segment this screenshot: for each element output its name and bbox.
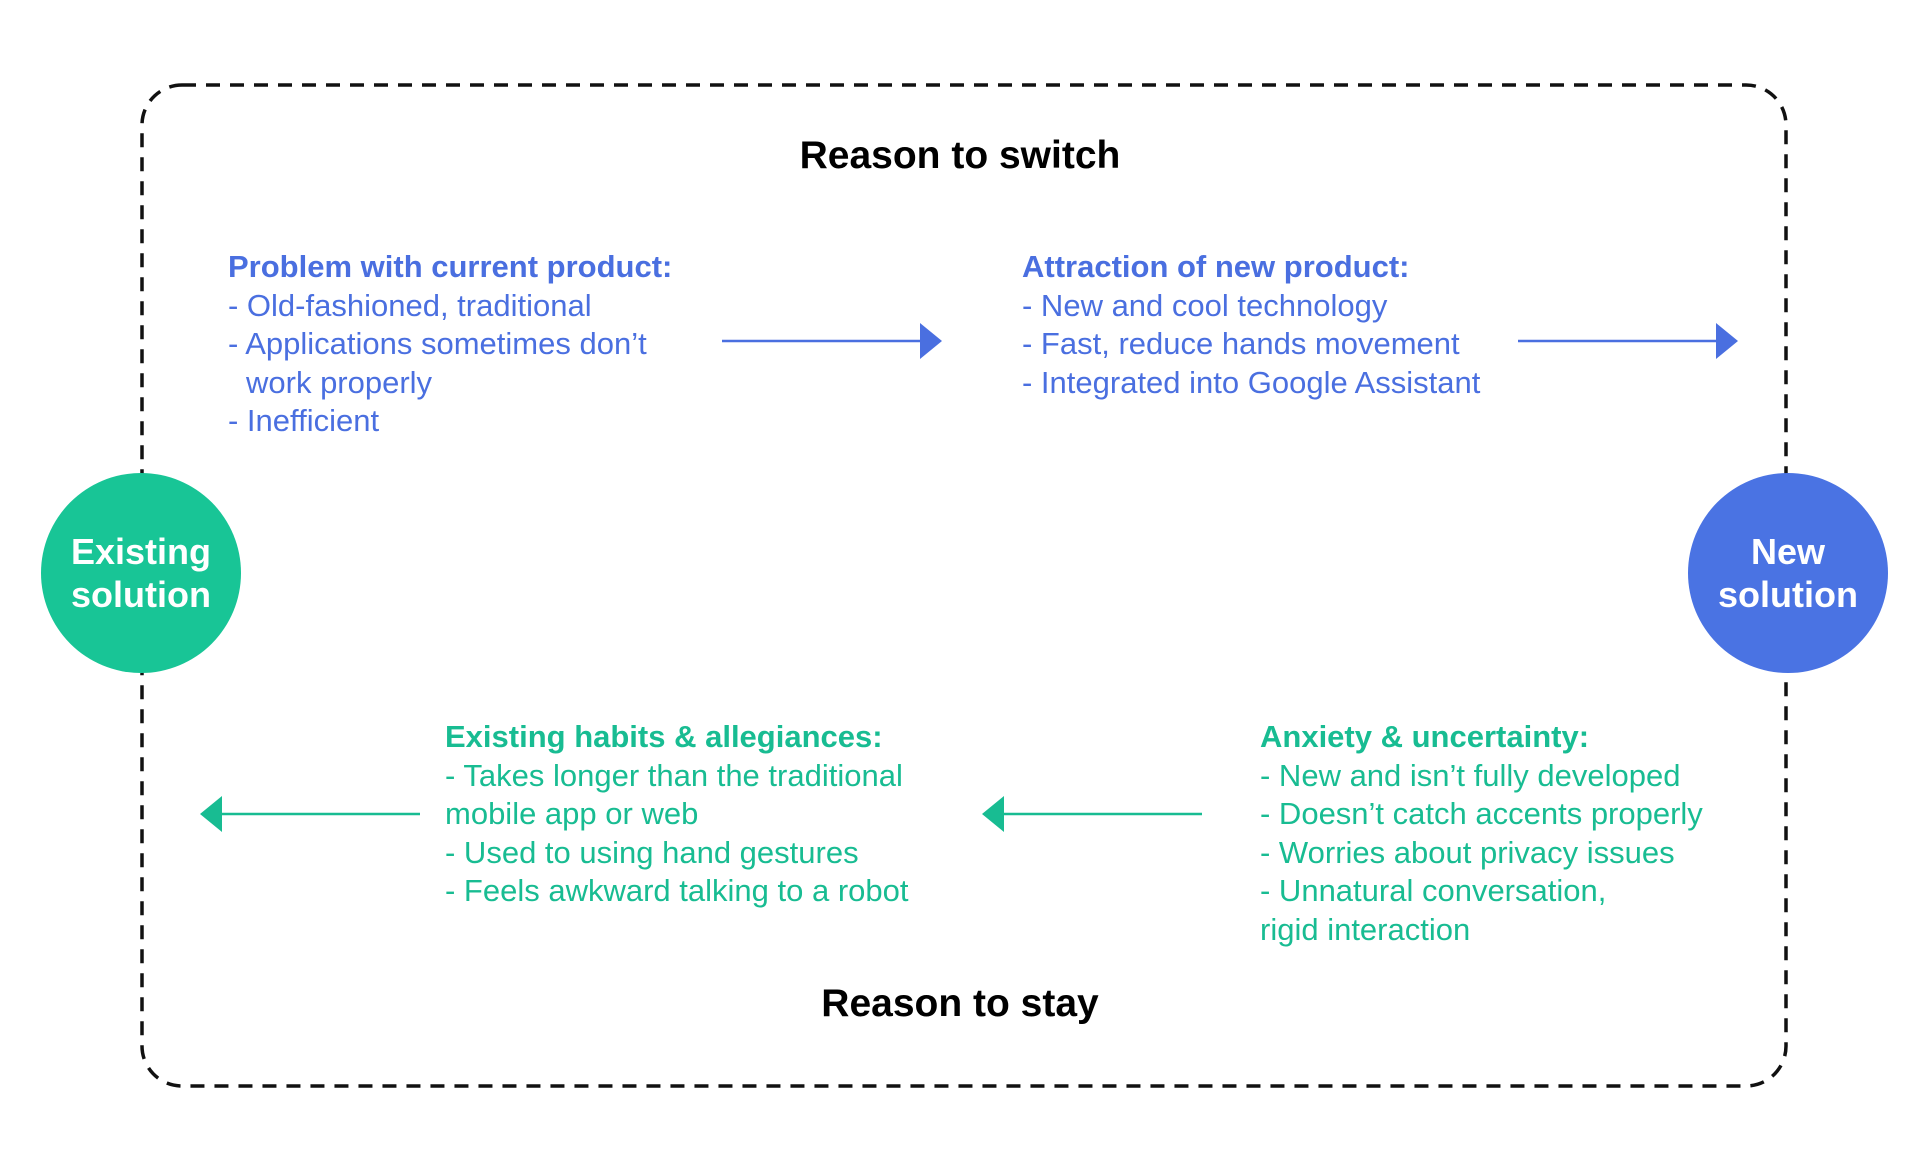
arrow-attraction-to-new-solution	[1518, 323, 1738, 359]
anxiety-item: - New and isn’t fully developed	[1260, 757, 1681, 793]
attraction-block: Attraction of new product: - New and coo…	[1022, 248, 1480, 402]
new-solution-label: New	[1750, 531, 1825, 572]
anxiety-title: Anxiety & uncertainty:	[1260, 719, 1590, 754]
problem-title: Problem with current product:	[228, 249, 673, 284]
anxiety-block: Anxiety & uncertainty: - New and isn’t f…	[1260, 718, 1703, 949]
dashed-frame	[140, 83, 1788, 1088]
attraction-item: - Integrated into Google Assistant	[1022, 364, 1481, 400]
habits-item: mobile app or web	[445, 796, 699, 831]
existing-solution-label: Existing	[70, 531, 212, 572]
anxiety-item: - Doesn’t catch accents properly	[1260, 796, 1703, 831]
problem-item: - Applications sometimes don’t	[228, 326, 647, 361]
problem-item: work properly	[246, 364, 433, 400]
problem-item: - Inefficient	[228, 403, 380, 438]
anxiety-item: - Worries about privacy issues	[1260, 834, 1675, 870]
anxiety-item: - Unnatural conversation,	[1260, 873, 1607, 908]
habits-item: - Takes longer than the traditional	[445, 757, 903, 793]
habits-item: - Feels awkward talking to a robot	[445, 873, 909, 908]
arrow-habits-to-existing-solution	[200, 796, 420, 832]
habits-block: Existing habits & allegiances: - Takes l…	[445, 718, 909, 911]
new-solution-label: solution	[1718, 574, 1858, 615]
problem-block: Problem with current product: - Old-fash…	[228, 248, 672, 441]
new-solution-node: New solution	[1688, 473, 1888, 673]
attraction-title: Attraction of new product:	[1022, 249, 1410, 284]
attraction-item: - Fast, reduce hands movement	[1022, 326, 1460, 361]
arrow-anxiety-to-habits	[982, 796, 1202, 832]
reason-to-stay-heading: Reason to stay	[821, 982, 1099, 1025]
arrow-problem-to-attraction	[722, 323, 942, 359]
anxiety-item: rigid interaction	[1260, 911, 1471, 947]
habits-title: Existing habits & allegiances:	[445, 719, 883, 754]
existing-solution-node: Existing solution	[41, 473, 241, 673]
habits-item: - Used to using hand gestures	[445, 834, 859, 870]
attraction-item: - New and cool technology	[1022, 287, 1388, 323]
reason-to-switch-heading: Reason to switch	[799, 134, 1121, 177]
problem-item: - Old-fashioned, traditional	[228, 287, 592, 323]
existing-solution-label: solution	[71, 574, 211, 615]
